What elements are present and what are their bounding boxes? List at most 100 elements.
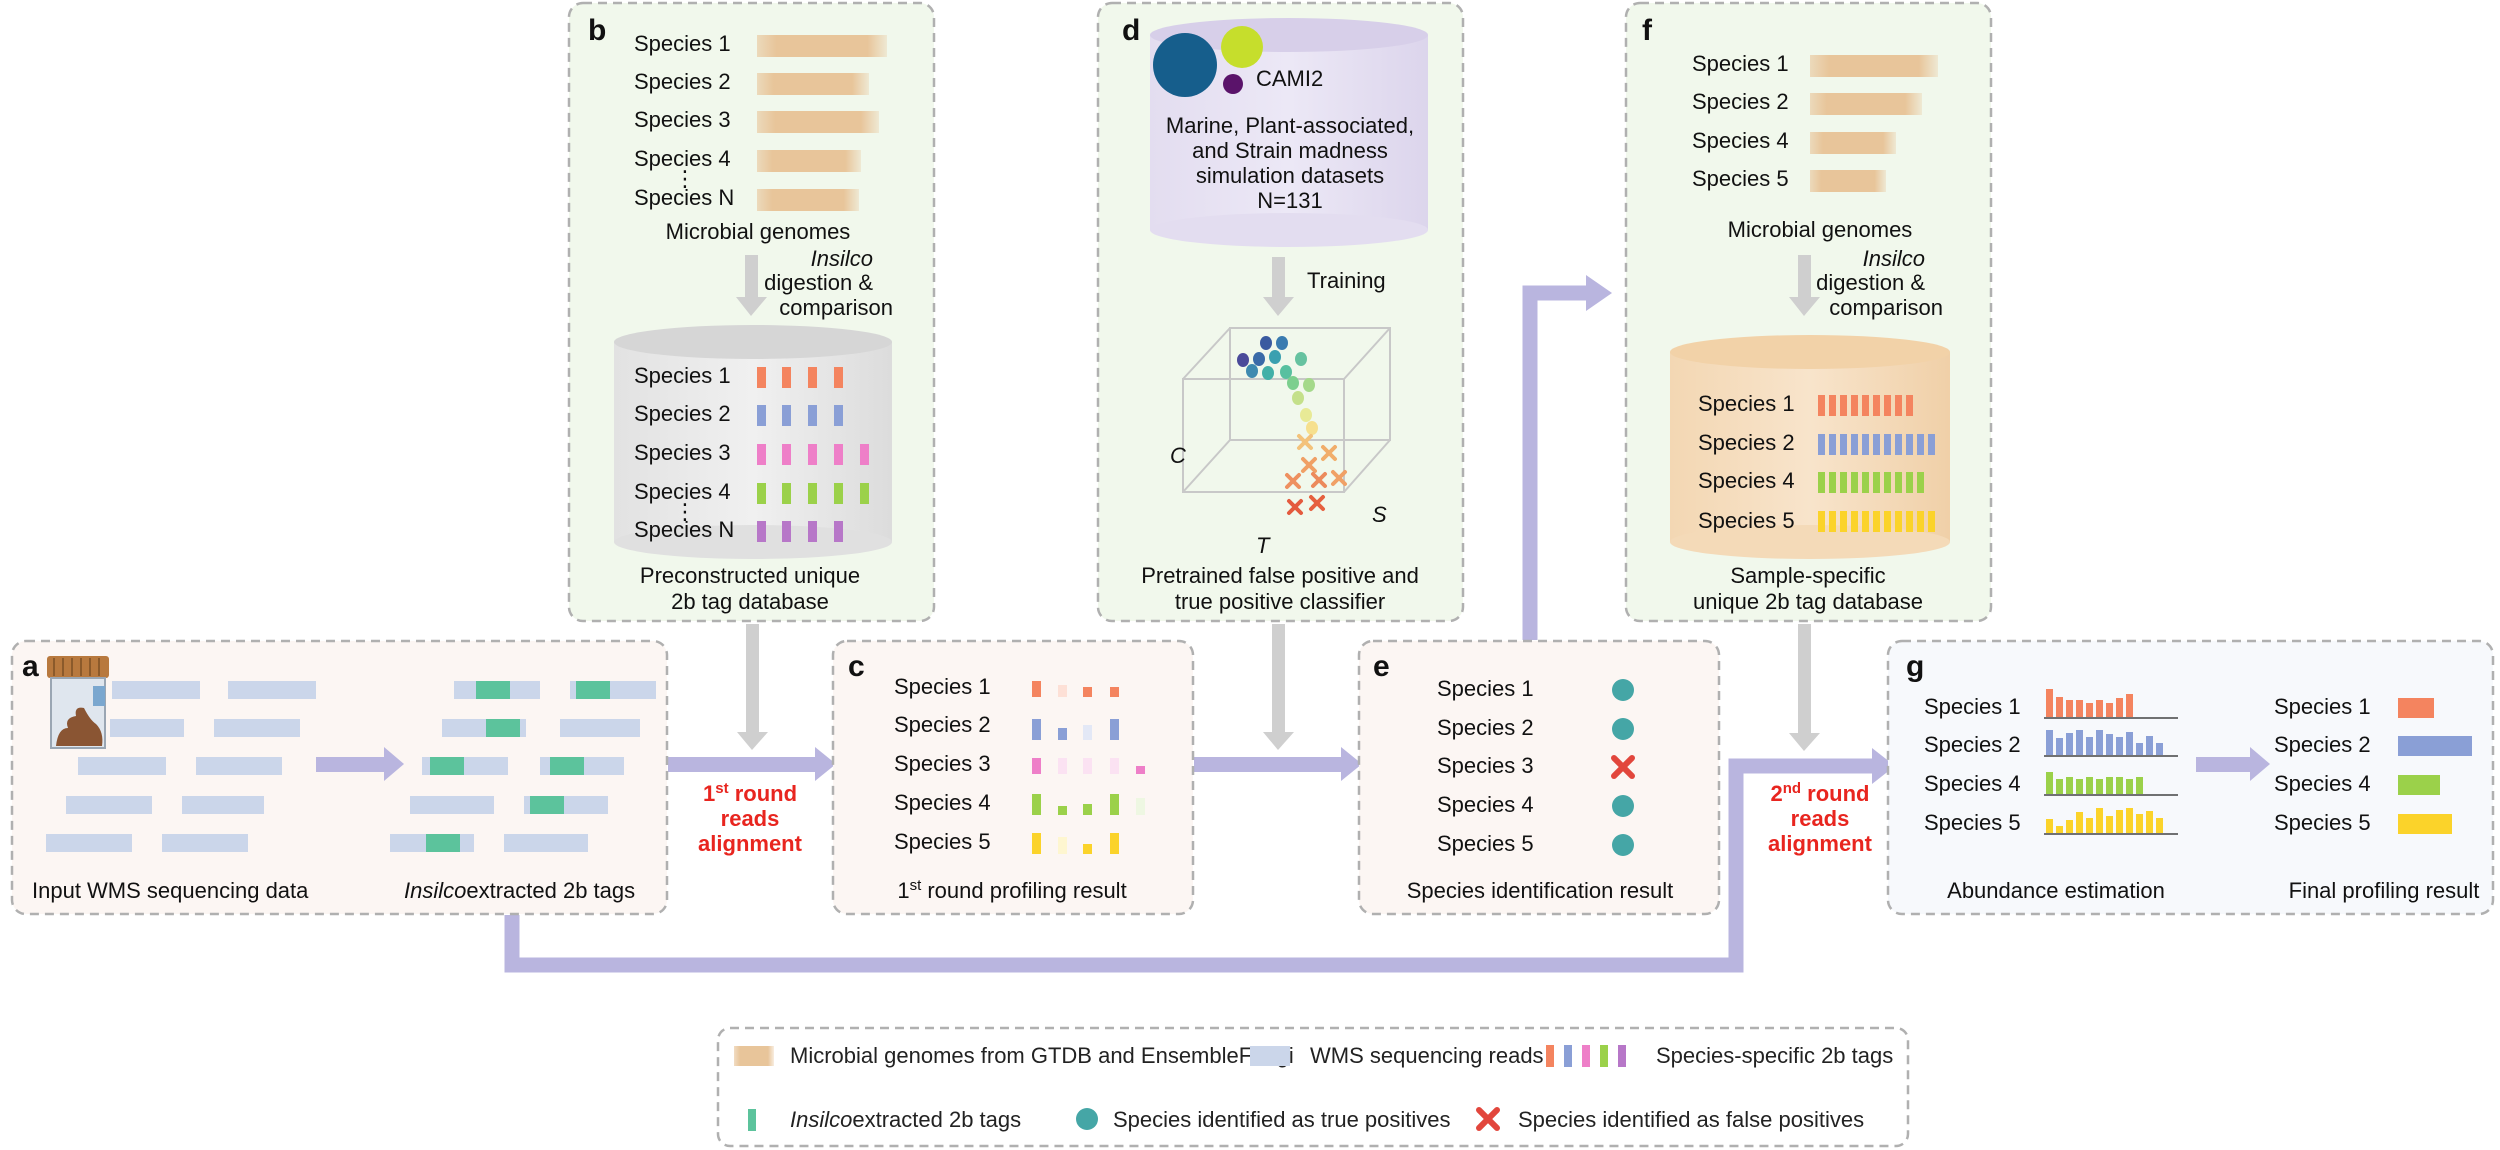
b-genome-label-N: Species N [634,185,734,210]
loop-arrow-a-to-g [504,758,1874,973]
b-caption-line1: Preconstructed unique [640,563,860,588]
b-genomes-label: Microbial genomes [666,219,851,244]
caption-input-data: Input WMS sequencing data [32,878,309,903]
d-axis-c: C [1170,443,1186,468]
e-species-1: Species 1 [1437,676,1534,701]
legend: Microbial genomes from GTDB and Ensemble… [716,1026,1910,1148]
f-genomes-label: Microbial genomes [1728,217,1913,242]
g-caption-left: Abundance estimation [1947,878,2165,903]
b-genome-label-4: Species 4 [634,146,731,171]
b-process-italic: Insilco [811,246,873,271]
legend-true-positive-icon [1076,1108,1098,1130]
arrow-d-to-e [1272,624,1285,734]
legend-true-positives: Species identified as true positives [1113,1107,1451,1132]
b-process-arrow [745,255,758,299]
c-species-5: Species 5 [894,829,991,854]
b-db-label-N: Species N [634,517,734,542]
arrowhead-to-f [1586,275,1612,311]
c-species-3: Species 3 [894,751,991,776]
arrowhead-f-to-g [1789,733,1820,751]
legend-reads-swatch [1250,1046,1290,1066]
arrowhead-b-to-c [737,732,768,750]
svg-text:alignment: alignment [698,831,803,856]
true-positive-icon [1612,795,1634,817]
legend-genomes: Microbial genomes from GTDB and Ensemble… [790,1043,1294,1068]
b-ellipsis: ⋮ [674,166,696,191]
e-species-3: Species 3 [1437,753,1534,778]
svg-text:2nd round: 2nd round [1770,780,1869,806]
stool-sample-jar-icon [47,656,109,749]
f-genome-label-3: Species 4 [1692,128,1789,153]
c-tag-hits [1032,681,1145,854]
f-process-line2: digestion & [1816,270,1925,295]
arrow-reads-to-tags [316,757,386,772]
panel-letter-f: f [1642,14,1653,47]
input-reads [46,681,316,852]
b-db-label-2: Species 2 [634,401,731,426]
panel-letter-c: c [848,650,865,683]
panel-e: e Species 1 Species 2 Species 3 Species … [1357,639,1721,916]
g-inner-arrowhead [2250,747,2270,781]
d-caption-line2: true positive classifier [1175,589,1385,614]
b-genome-label-1: Species 1 [634,31,731,56]
d-simulation-cylinder [1150,18,1428,247]
d-caption-line1: Pretrained false positive and [1141,563,1419,588]
f-process-arrow [1798,255,1811,299]
g-right-species-3: Species 4 [2274,771,2371,796]
caption-extracted-tags: Insilcoextracted 2b tags [404,878,635,903]
true-positive-icon [1612,834,1634,856]
panel-letter-g: g [1906,650,1924,683]
b-genome-label-3: Species 3 [634,107,731,132]
legend-tags-swatch [1546,1045,1626,1067]
e-species-4: Species 4 [1437,792,1534,817]
panel-c: c Species 1 Species 2 Species 3 Species … [831,639,1195,916]
f-db-label-2: Species 2 [1698,430,1795,455]
d-cami-label: CAMI2 [1256,66,1323,91]
c-species-2: Species 2 [894,712,991,737]
f-process-line3: comparison [1829,295,1943,320]
false-positive-icon [1611,755,1635,779]
g-right-species-4: Species 5 [2274,810,2371,835]
arrow-a-to-c [668,757,818,772]
g-inner-arrow [2196,757,2252,772]
alignment-label-1: 1st round reads alignment [698,780,803,856]
g-right-species-2: Species 2 [2274,732,2371,757]
arrowhead-reads-to-tags [384,747,404,781]
d-training-label: Training [1307,268,1386,293]
b-db-ellipsis: ⋮ [674,499,696,524]
panel-letter-d: d [1122,14,1140,47]
arrowhead-to-e [1341,747,1362,781]
panel-g: g Species 1 Species 2 Species 4 Species … [1886,639,2495,916]
d-axis-s: S [1372,502,1387,527]
arrow-b-to-c [746,624,759,734]
panel-letter-e: e [1373,650,1390,683]
legend-false-positives: Species identified as false positives [1518,1107,1864,1132]
g-right-species-1: Species 1 [2274,694,2371,719]
b-genome-list: Species 1 Species 2 Species 3 Species 4 … [634,31,887,211]
b-db-rows: Species 1 Species 2 Species 3 Species 4 … [634,363,869,542]
b-db-label-3: Species 3 [634,440,731,465]
d-false-positive-points [1285,434,1347,515]
c-caption: 1st round profiling result [897,877,1126,903]
d-axis-t: T [1256,533,1271,558]
b-process-line2: digestion & [764,270,873,295]
d-db-line4: N=131 [1257,188,1322,213]
b-db-label-4: Species 4 [634,479,731,504]
arrowhead-to-c [815,747,836,781]
c-species-4: Species 4 [894,790,991,815]
e-caption: Species identification result [1407,878,1674,903]
d-db-line1: Marine, Plant-associated, [1166,113,1414,138]
g-left-species-3: Species 4 [1924,771,2021,796]
arrow-e-to-f [1522,285,1588,640]
arrow-c-to-e [1194,757,1344,772]
d-training-arrowhead [1263,297,1294,316]
panel-letter-a: a [22,650,39,683]
g-abundance-histograms [2044,689,2178,835]
b-tag-database-cylinder [614,325,892,559]
g-left-species-4: Species 5 [1924,810,2021,835]
legend-reads: WMS sequencing reads [1310,1043,1544,1068]
f-process-italic: Insilco [1863,246,1925,271]
alignment-label-2: 2nd round reads alignment [1768,780,1873,856]
f-db-label-1: Species 1 [1698,391,1795,416]
f-genome-label-4: Species 5 [1692,166,1789,191]
